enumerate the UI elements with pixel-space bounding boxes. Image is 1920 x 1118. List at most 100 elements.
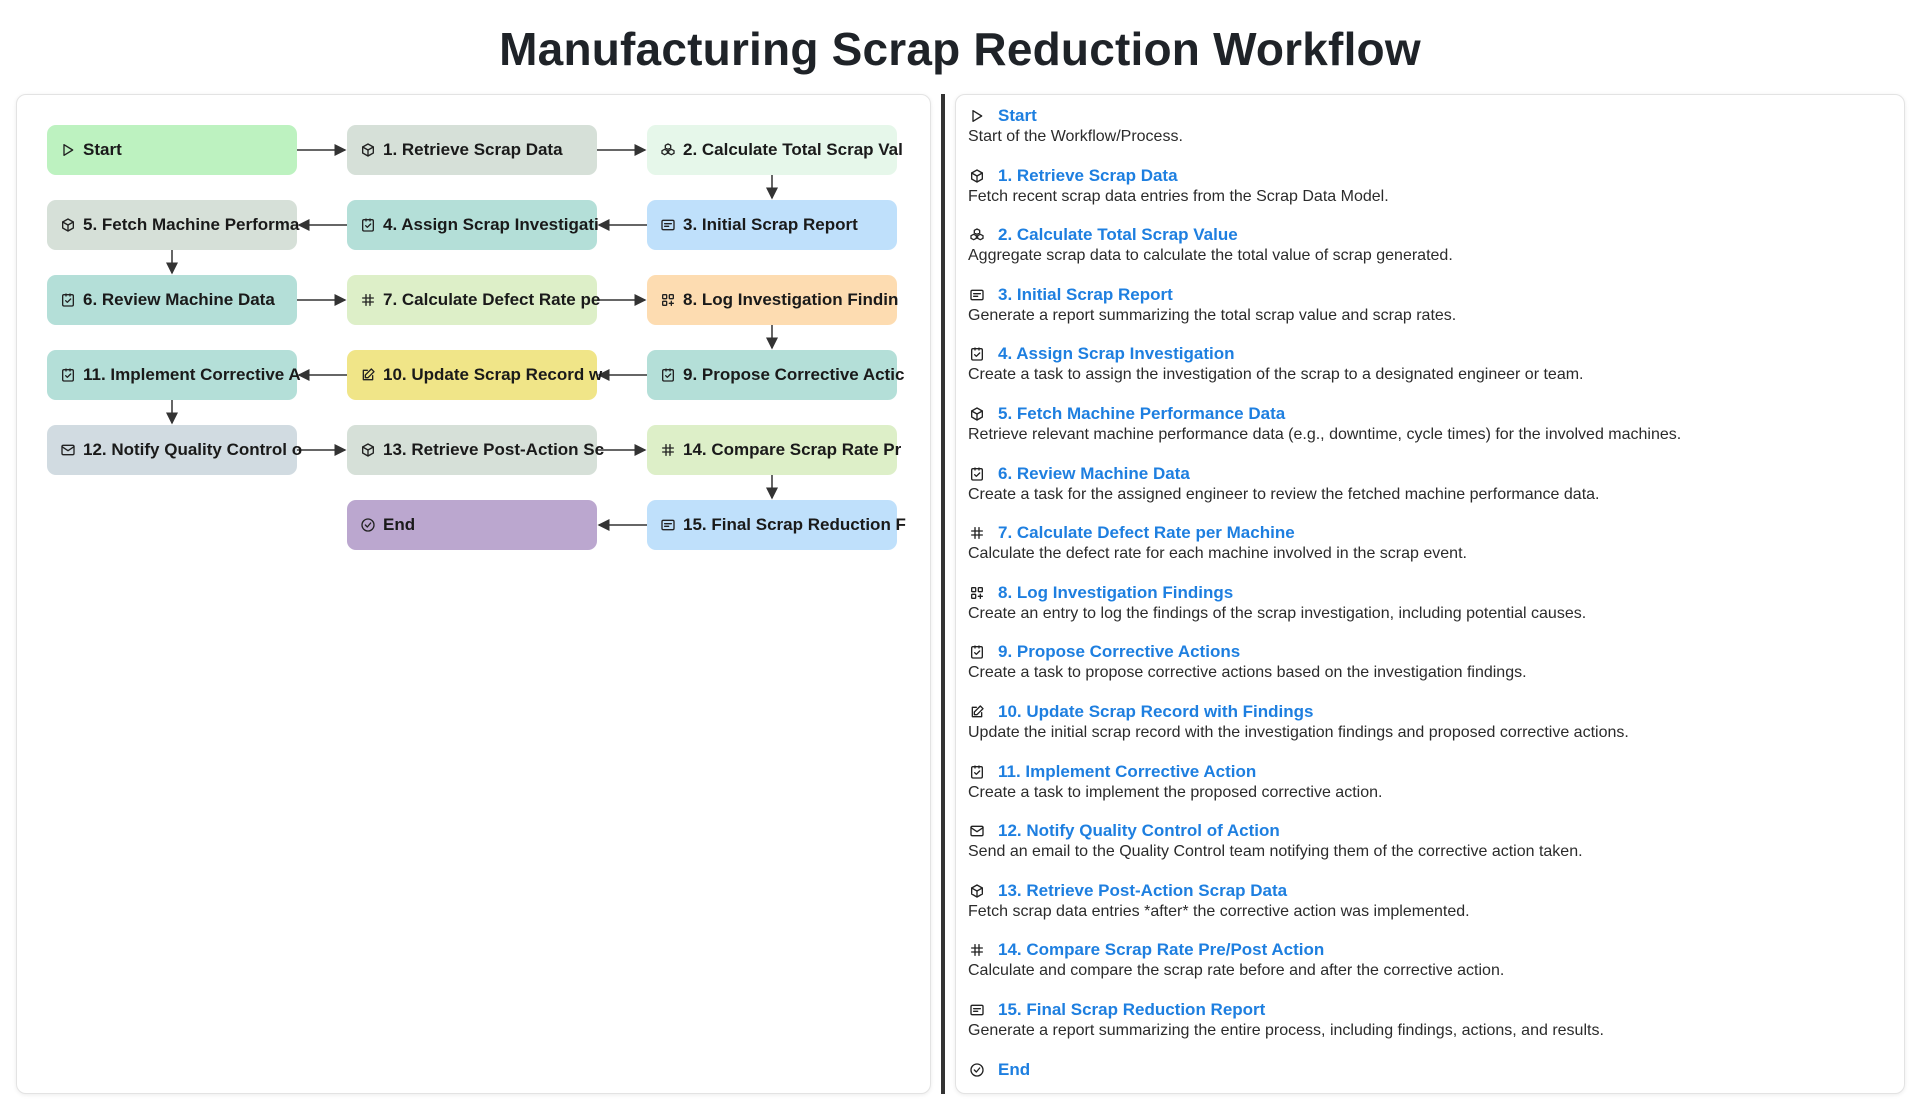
play-icon <box>968 107 986 125</box>
edit-icon <box>968 703 986 721</box>
step-description: Update the initial scrap record with the… <box>968 723 1888 742</box>
step-title-link[interactable]: 10. Update Scrap Record with Findings <box>998 702 1314 722</box>
step-title-link[interactable]: 14. Compare Scrap Rate Pre/Post Action <box>998 940 1324 960</box>
task-check-icon <box>359 216 377 234</box>
task-check-icon <box>659 366 677 384</box>
grid-plus-icon <box>968 584 986 602</box>
flow-node-n13[interactable]: 13. Retrieve Post-Action Sc <box>347 425 597 475</box>
flow-node-label: 4. Assign Scrap Investigati <box>383 215 599 235</box>
step-description: Create a task to propose corrective acti… <box>968 663 1888 682</box>
step-title-link[interactable]: 9. Propose Corrective Actions <box>998 642 1240 662</box>
step-title-link[interactable]: 11. Implement Corrective Action <box>998 762 1256 782</box>
check-circle-icon <box>968 1061 986 1079</box>
flow-node-n14[interactable]: 14. Compare Scrap Rate Pr <box>647 425 897 475</box>
flow-node-label: End <box>383 515 415 535</box>
play-icon <box>59 141 77 159</box>
step-description: Calculate the defect rate for each machi… <box>968 544 1888 563</box>
flow-node-label: 12. Notify Quality Control o <box>83 440 302 460</box>
step-title-link[interactable]: 12. Notify Quality Control of Action <box>998 821 1280 841</box>
mail-icon <box>968 822 986 840</box>
cube-icon <box>968 405 986 423</box>
flow-node-n11[interactable]: 11. Implement Corrective A <box>47 350 297 400</box>
flow-node-label: 8. Log Investigation Findin <box>683 290 898 310</box>
cube-icon <box>59 216 77 234</box>
step-description: Fetch scrap data entries *after* the cor… <box>968 902 1888 921</box>
cubes-icon <box>659 141 677 159</box>
flow-node-n4[interactable]: 4. Assign Scrap Investigati <box>347 200 597 250</box>
hash-icon <box>968 941 986 959</box>
task-check-icon <box>968 345 986 363</box>
flow-node-n15[interactable]: 15. Final Scrap Reduction F <box>647 500 897 550</box>
flow-node-start[interactable]: Start <box>47 125 297 175</box>
hash-icon <box>968 524 986 542</box>
flow-node-label: 5. Fetch Machine Performa <box>83 215 299 235</box>
flow-node-n3[interactable]: 3. Initial Scrap Report <box>647 200 897 250</box>
step-description: Calculate and compare the scrap rate bef… <box>968 961 1888 980</box>
flow-node-n6[interactable]: 6. Review Machine Data <box>47 275 297 325</box>
flow-node-n12[interactable]: 12. Notify Quality Control o <box>47 425 297 475</box>
flow-node-label: 7. Calculate Defect Rate pe <box>383 290 600 310</box>
flow-node-n9[interactable]: 9. Propose Corrective Actic <box>647 350 897 400</box>
flow-node-n7[interactable]: 7. Calculate Defect Rate pe <box>347 275 597 325</box>
edit-icon <box>359 366 377 384</box>
step-title-link[interactable]: 8. Log Investigation Findings <box>998 583 1233 603</box>
step-description: Retrieve relevant machine performance da… <box>968 425 1888 444</box>
flow-node-label: 13. Retrieve Post-Action Sc <box>383 440 604 460</box>
flow-node-label: 15. Final Scrap Reduction F <box>683 515 906 535</box>
report-icon <box>968 286 986 304</box>
step-description: Create a task to assign the investigatio… <box>968 365 1888 384</box>
panel-divider[interactable] <box>941 94 945 1094</box>
hash-icon <box>659 441 677 459</box>
step-title-link[interactable]: 15. Final Scrap Reduction Report <box>998 1000 1265 1020</box>
flow-node-n8[interactable]: 8. Log Investigation Findin <box>647 275 897 325</box>
step-title-link[interactable]: 6. Review Machine Data <box>998 464 1190 484</box>
cube-icon <box>968 167 986 185</box>
flow-node-n10[interactable]: 10. Update Scrap Record w <box>347 350 597 400</box>
step-title-link[interactable]: 4. Assign Scrap Investigation <box>998 344 1235 364</box>
flow-node-label: Start <box>83 140 122 160</box>
hash-icon <box>359 291 377 309</box>
cubes-icon <box>968 226 986 244</box>
flow-node-label: 14. Compare Scrap Rate Pr <box>683 440 901 460</box>
task-check-icon <box>59 291 77 309</box>
step-title-link[interactable]: Start <box>998 106 1037 126</box>
step-title-link[interactable]: 2. Calculate Total Scrap Value <box>998 225 1238 245</box>
step-title-link[interactable]: 13. Retrieve Post-Action Scrap Data <box>998 881 1287 901</box>
flow-node-n1[interactable]: 1. Retrieve Scrap Data <box>347 125 597 175</box>
flow-node-n2[interactable]: 2. Calculate Total Scrap Val <box>647 125 897 175</box>
cube-icon <box>359 141 377 159</box>
step-description: Create a task to implement the proposed … <box>968 783 1888 802</box>
page-title: Manufacturing Scrap Reduction Workflow <box>0 22 1920 76</box>
step-description: Start of the Workflow/Process. <box>968 127 1888 146</box>
grid-plus-icon <box>659 291 677 309</box>
step-description: Create an entry to log the findings of t… <box>968 604 1888 623</box>
flow-node-n5[interactable]: 5. Fetch Machine Performa <box>47 200 297 250</box>
flow-node-label: 11. Implement Corrective A <box>83 365 301 385</box>
step-item: End <box>968 1059 1888 1118</box>
step-title-link[interactable]: 1. Retrieve Scrap Data <box>998 166 1178 186</box>
step-description: Generate a report summarizing the total … <box>968 306 1888 325</box>
flow-node-end[interactable]: End <box>347 500 597 550</box>
flow-node-label: 6. Review Machine Data <box>83 290 275 310</box>
check-circle-icon <box>359 516 377 534</box>
flow-node-label: 3. Initial Scrap Report <box>683 215 858 235</box>
step-title-link[interactable]: End <box>998 1060 1030 1080</box>
step-title-link[interactable]: 3. Initial Scrap Report <box>998 285 1173 305</box>
step-description: Send an email to the Quality Control tea… <box>968 842 1888 861</box>
step-title-link[interactable]: 5. Fetch Machine Performance Data <box>998 404 1285 424</box>
step-title-link[interactable]: 7. Calculate Defect Rate per Machine <box>998 523 1295 543</box>
mail-icon <box>59 441 77 459</box>
